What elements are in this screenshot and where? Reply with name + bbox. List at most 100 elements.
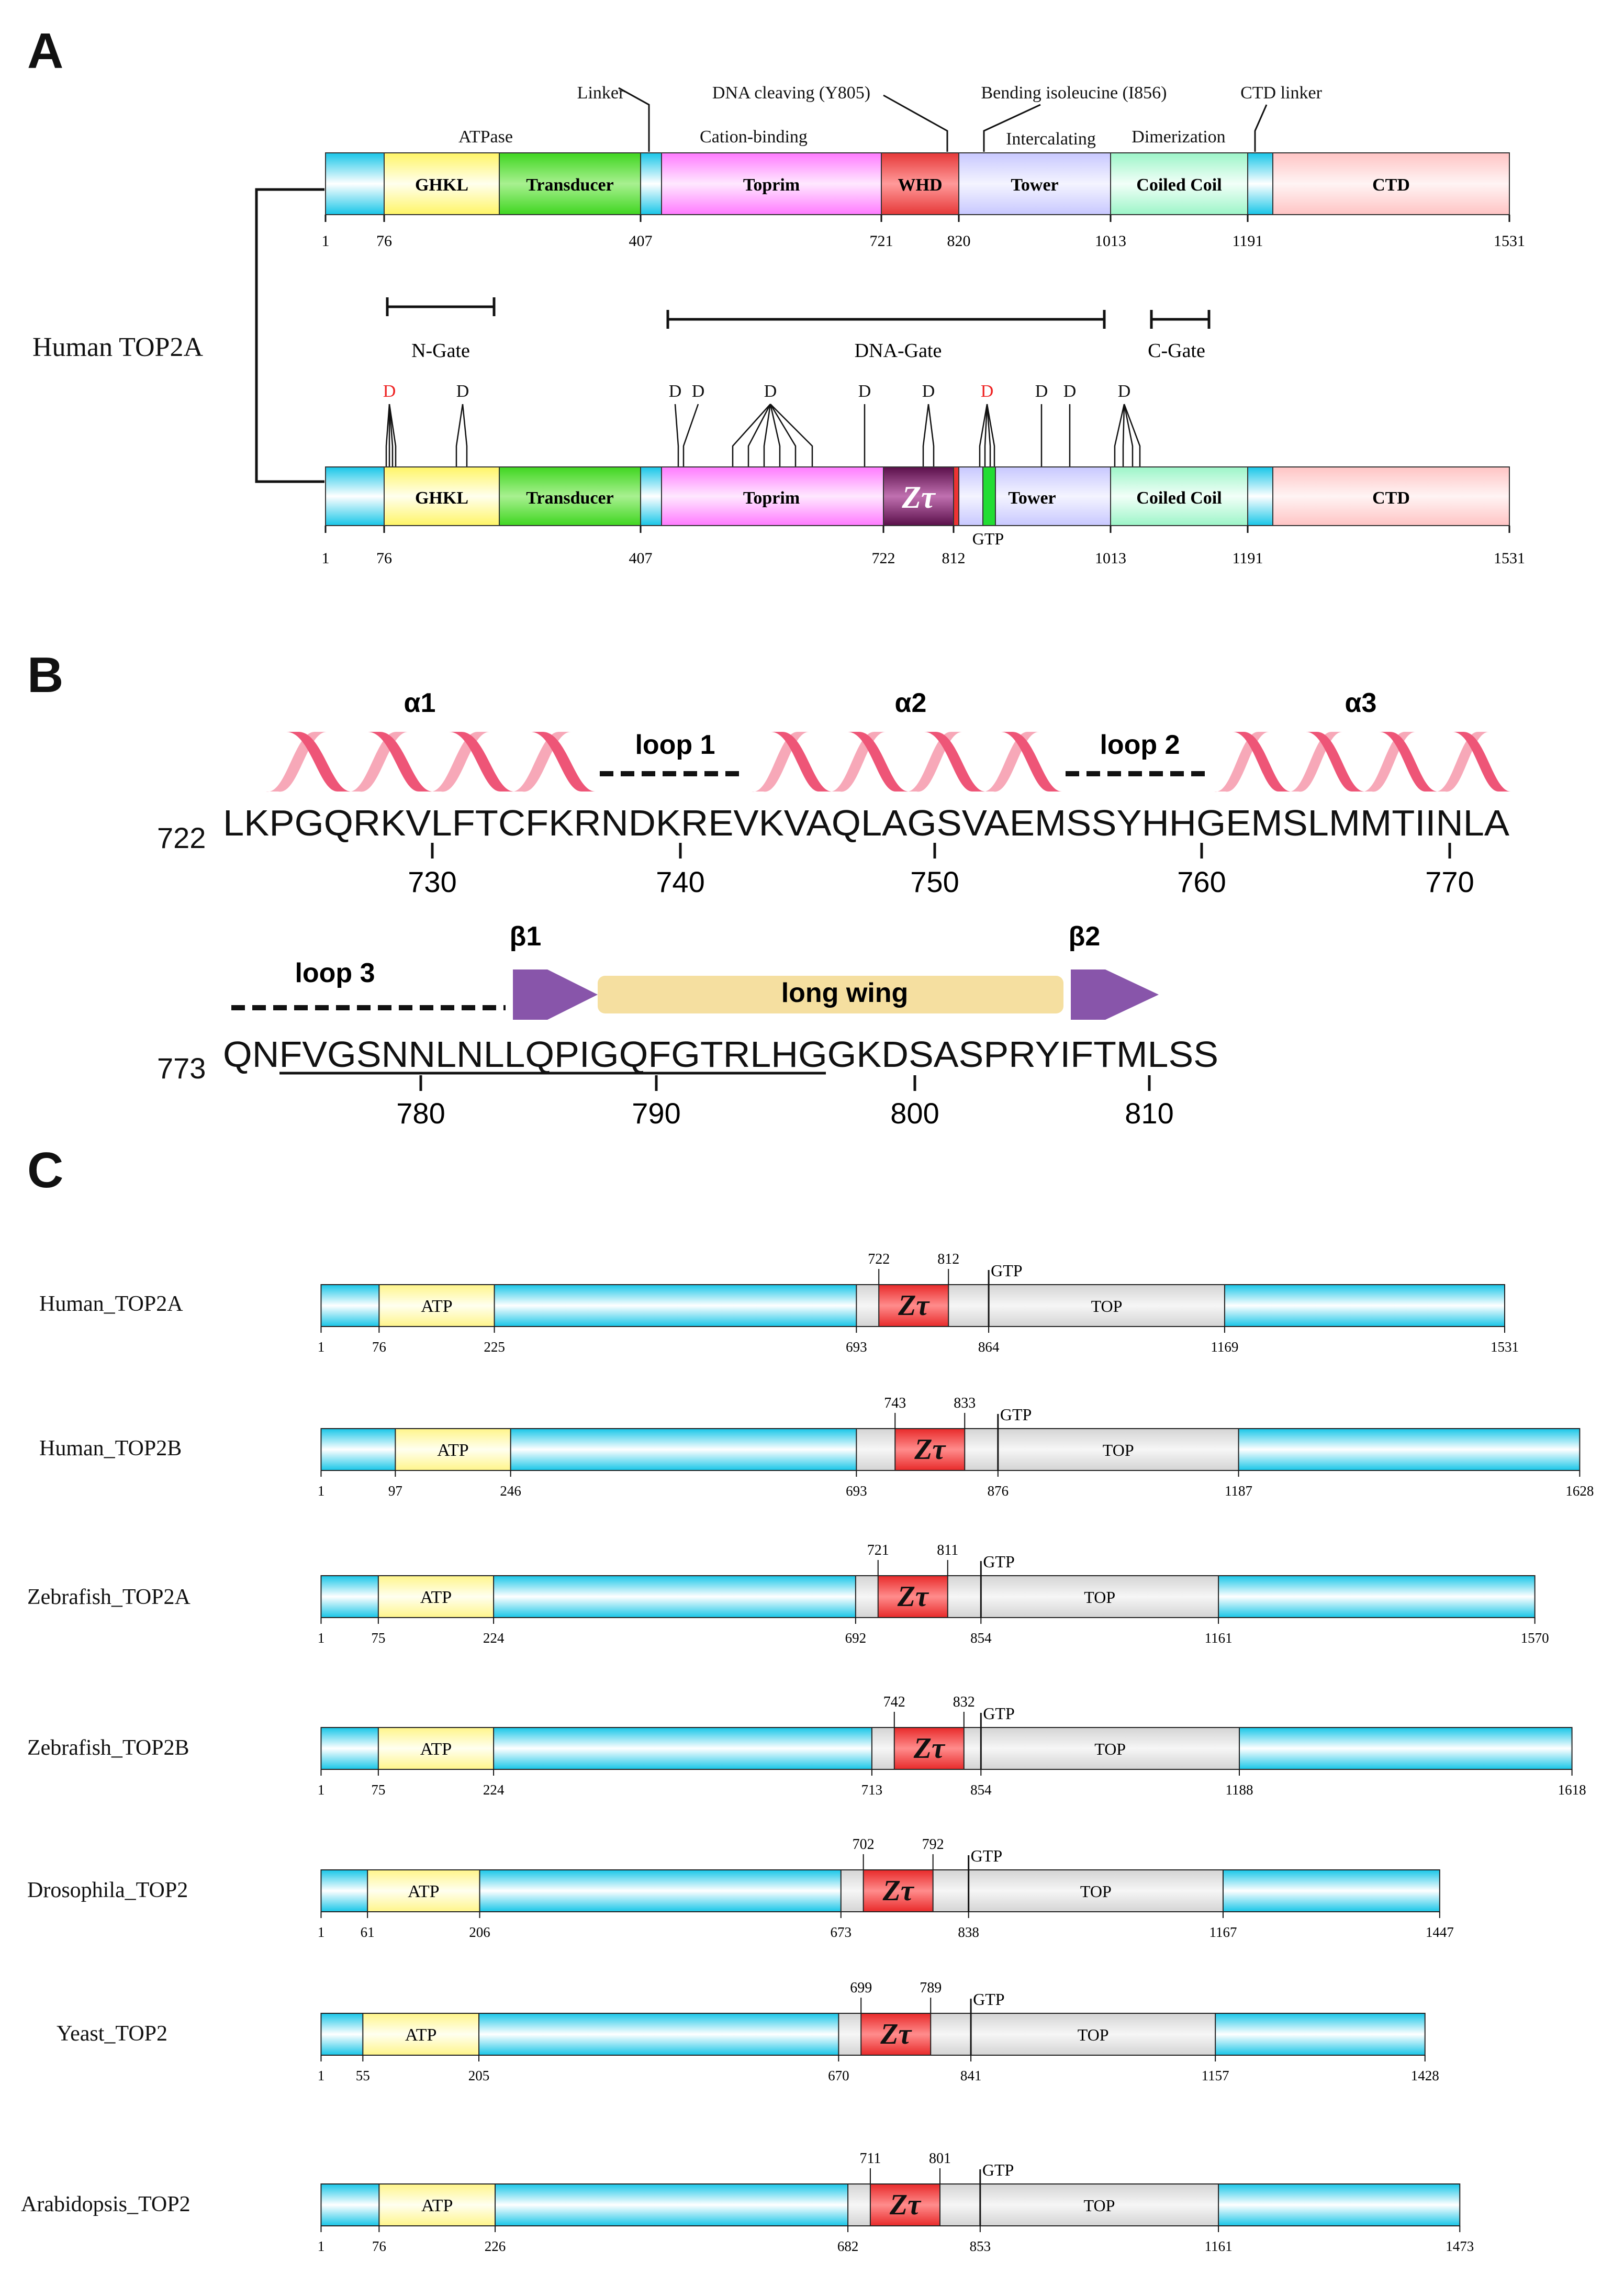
helix-front-strand bbox=[449, 732, 514, 792]
cleaving-pointer bbox=[883, 94, 948, 152]
domain-label-coiled-coil: Coiled Coil bbox=[1136, 488, 1222, 508]
tick-label: 1191 bbox=[1233, 232, 1263, 250]
ztau-boundary-label: 792 bbox=[922, 1836, 944, 1853]
panel-label-c: C bbox=[27, 1142, 63, 1198]
tick-label: 76 bbox=[376, 550, 392, 567]
dna-gate-label: DNA-Gate bbox=[855, 340, 942, 362]
domain-label-ztau: Zτ bbox=[901, 480, 936, 515]
tick-label: 841 bbox=[960, 2068, 982, 2083]
helix-front-strand bbox=[1452, 732, 1511, 792]
d-marker-line bbox=[979, 404, 988, 467]
beta1-label: β1 bbox=[510, 921, 542, 952]
d-marker-label: D bbox=[764, 382, 777, 401]
tick-label: 1 bbox=[318, 1339, 325, 1355]
gtp-label: GTP bbox=[973, 1990, 1004, 2009]
tick-label: 1191 bbox=[1233, 550, 1263, 567]
domain-label-ghkl: GHKL bbox=[415, 488, 468, 508]
domain-whd bbox=[881, 152, 959, 215]
helix-back-strand bbox=[1214, 732, 1269, 792]
seq-tick-label: 740 bbox=[656, 865, 704, 898]
domain-label-toprim: Toprim bbox=[743, 488, 800, 508]
tick-label: 1 bbox=[318, 1483, 325, 1499]
domain-linker bbox=[640, 466, 662, 526]
seq-tick-label: 770 bbox=[1425, 865, 1474, 898]
tick-label: 75 bbox=[371, 1782, 385, 1798]
ctd-linker-pointer bbox=[1254, 104, 1268, 152]
c-gate-label: C-Gate bbox=[1148, 340, 1205, 362]
d-marker-label: D bbox=[456, 382, 469, 401]
tick-label: 1 bbox=[318, 1924, 325, 1940]
ztau-boundary-label: 811 bbox=[937, 1542, 958, 1558]
tick-label: 854 bbox=[970, 1630, 992, 1646]
domain-top-label: TOP bbox=[1094, 1740, 1126, 1758]
loop1-label: loop 1 bbox=[635, 730, 715, 760]
domain-tower bbox=[995, 466, 1111, 526]
tick-label: 1157 bbox=[1202, 2068, 1229, 2083]
domain-linker bbox=[640, 152, 662, 215]
helix-back-strand bbox=[1434, 732, 1489, 792]
domain-ztau bbox=[878, 1284, 949, 1327]
domain-transducer bbox=[499, 152, 641, 215]
long-wing-bar bbox=[598, 976, 1063, 1013]
tick-label: 1473 bbox=[1446, 2238, 1474, 2254]
tick-label: 722 bbox=[872, 550, 895, 567]
helix-back-strand bbox=[510, 732, 572, 792]
domain-ztau bbox=[883, 466, 954, 526]
d-marker-line bbox=[385, 404, 390, 467]
helix-front-strand bbox=[1001, 732, 1062, 792]
domain-ztau bbox=[862, 1869, 934, 1912]
helix-back-strand bbox=[905, 732, 962, 792]
tick-label: 1531 bbox=[1494, 232, 1525, 250]
domain-atp bbox=[378, 1284, 495, 1327]
tick-label: 224 bbox=[483, 1630, 505, 1646]
tick-label: 853 bbox=[970, 2238, 991, 2254]
domain-label-tower: Tower bbox=[1011, 175, 1058, 195]
domain-top-label: TOP bbox=[1078, 2025, 1109, 2044]
domain-top-label: TOP bbox=[1080, 1882, 1112, 1901]
helix-front-strand bbox=[924, 732, 985, 792]
helix-front-strand bbox=[770, 732, 832, 792]
beta1-arrow bbox=[513, 969, 598, 1020]
domain-ztau-label: Zτ bbox=[889, 2189, 922, 2221]
tick-label: 1 bbox=[318, 2238, 325, 2254]
tick-label: 226 bbox=[485, 2238, 506, 2254]
seq2-start: 773 bbox=[157, 1052, 206, 1085]
domain-ghkl bbox=[384, 152, 500, 215]
ortholog-name: Human_TOP2B bbox=[39, 1436, 182, 1461]
seq-tick-label: 760 bbox=[1177, 865, 1226, 898]
helix-back-strand bbox=[981, 732, 1039, 792]
tick-label: 407 bbox=[629, 550, 653, 567]
domain-ztau bbox=[860, 2013, 932, 2056]
ztau-boundary-label: 742 bbox=[883, 1694, 905, 1710]
bending-pointer bbox=[983, 104, 1041, 152]
domain-transducer bbox=[499, 466, 641, 526]
domain-toprim bbox=[661, 466, 884, 526]
loop2-label: loop 2 bbox=[1100, 730, 1180, 760]
gtp-label: GTP bbox=[971, 1846, 1002, 1865]
domain-atp bbox=[378, 2183, 496, 2226]
d-marker-label: D bbox=[858, 382, 871, 401]
panel-label-a: A bbox=[27, 23, 63, 79]
domain-atp-label: ATP bbox=[408, 1882, 439, 1901]
ztau-boundary-label: 789 bbox=[920, 1980, 942, 1996]
d-marker-line bbox=[769, 404, 797, 467]
helix-back-strand bbox=[1287, 732, 1342, 792]
annotation-atpase: ATPase bbox=[458, 127, 513, 147]
domain-ztau-label: Zτ bbox=[882, 1875, 915, 1907]
domain-label-whd: WHD bbox=[898, 175, 943, 195]
helix-front-strand bbox=[1306, 732, 1364, 792]
tick-label: 864 bbox=[978, 1339, 1000, 1355]
ztau-boundary-label: 722 bbox=[868, 1251, 890, 1267]
d-marker-line bbox=[732, 404, 771, 467]
d-marker-line bbox=[462, 404, 468, 467]
tick-label: 75 bbox=[371, 1630, 385, 1646]
domain-atp bbox=[367, 1869, 480, 1912]
domain-atp-label: ATP bbox=[420, 1740, 452, 1759]
